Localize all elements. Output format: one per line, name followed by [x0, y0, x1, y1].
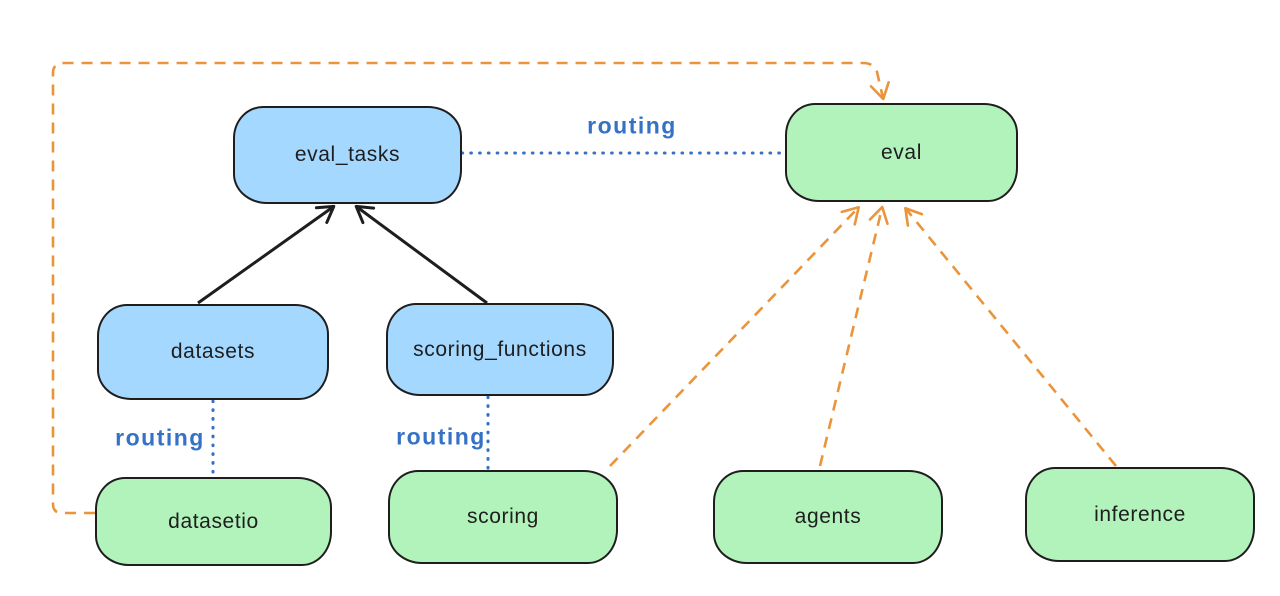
- node-scoring_functions: scoring_functions: [386, 303, 614, 396]
- node-inference: inference: [1025, 467, 1255, 562]
- edge-agents-to-eval: [818, 205, 889, 467]
- edge-scoring-to-eval: [609, 205, 860, 467]
- node-label-scoring_functions: scoring_functions: [413, 337, 587, 361]
- edge-scoring_functions-to-eval_tasks: [354, 204, 488, 305]
- node-eval: eval: [785, 103, 1018, 202]
- edge-label-routing-scoringfns-scoring: routing: [396, 423, 486, 450]
- node-datasetio: datasetio: [95, 477, 332, 566]
- node-label-datasetio: datasetio: [168, 509, 259, 533]
- node-scoring: scoring: [388, 470, 618, 564]
- edge-inference-to-eval: [904, 206, 1118, 467]
- node-label-eval: eval: [881, 140, 922, 164]
- node-agents: agents: [713, 470, 943, 564]
- node-label-datasets: datasets: [170, 340, 256, 363]
- node-label-scoring: scoring: [467, 505, 539, 528]
- node-datasets: datasets: [97, 304, 329, 400]
- edge-datasetio-to-eval: [51, 61, 890, 515]
- node-label-agents: agents: [794, 505, 862, 528]
- node-label-inference: inference: [1094, 502, 1186, 526]
- edge-datasets-to-eval_tasks: [197, 204, 336, 305]
- edge-label-routing-eval_tasks-eval: routing: [587, 112, 677, 139]
- node-eval_tasks: eval_tasks: [233, 106, 462, 204]
- edge-label-routing-datasets-datasetio: routing: [115, 424, 205, 451]
- node-label-eval_tasks: eval_tasks: [294, 143, 401, 166]
